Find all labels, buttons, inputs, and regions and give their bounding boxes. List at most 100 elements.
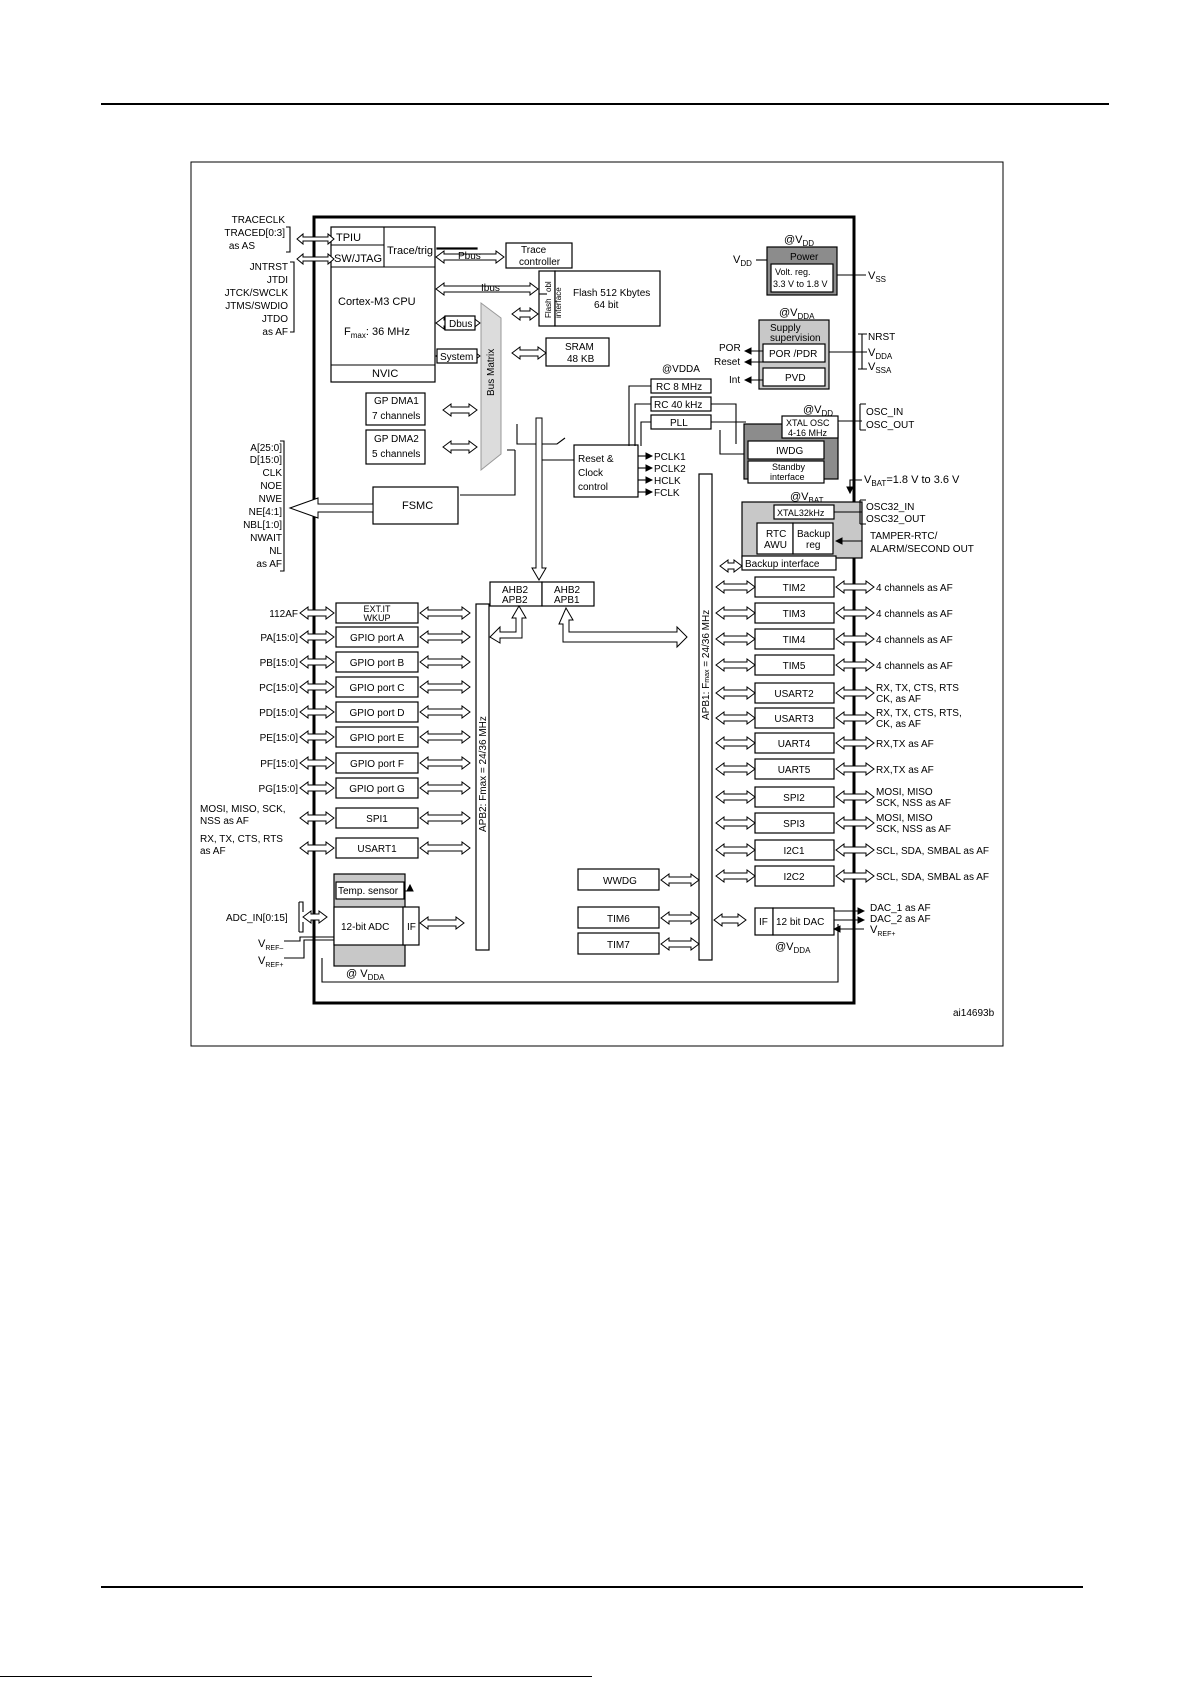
header-rule — [101, 103, 1109, 105]
apb1-pin-arrow — [835, 816, 875, 830]
apb2-pin-label: NSS as AF — [200, 816, 249, 827]
apb1-pin-arrow — [835, 711, 875, 725]
iwdg — [747, 440, 825, 460]
voltage-regulator — [770, 263, 834, 293]
svg-text:JTCK/SWCLK: JTCK/SWCLK — [225, 288, 289, 299]
tim6-label: TIM6 — [607, 914, 630, 925]
ibus-label: Ibus — [481, 283, 500, 294]
apb2-block — [335, 837, 419, 859]
adc-12bit — [333, 906, 406, 946]
hclk-label: HCLK — [654, 476, 681, 487]
apb1-pin-label: MOSI, MISO — [876, 787, 933, 798]
fsmc-pin-arrow — [288, 497, 374, 519]
trace-controller — [505, 242, 573, 269]
system-box — [436, 348, 478, 364]
apb2-block-arrow — [419, 730, 471, 744]
apb2-block-arrow — [419, 841, 471, 855]
dma1 — [365, 392, 426, 426]
vssa-pin: VSSA — [868, 361, 892, 375]
dma1-arrow — [442, 403, 478, 417]
footnote-rule — [0, 1676, 592, 1677]
fclk-label: FCLK — [654, 488, 680, 499]
power-vdd-at: @VDD — [784, 234, 814, 248]
apb1-pin-label: RX, TX, CTS, RTS — [876, 683, 959, 694]
apb2-block-arrow — [419, 811, 471, 825]
wwdg — [577, 868, 660, 891]
fsmc-label: FSMC — [402, 500, 433, 512]
reset-clock-control — [573, 444, 639, 498]
vreg-line1: Volt. reg. — [775, 267, 811, 277]
svg-text:as AS: as AS — [229, 241, 255, 252]
apb2-block-label: GPIO port A — [350, 633, 404, 644]
apb2-block-label: SPI1 — [366, 814, 388, 825]
apb2-pin-label: as AF — [200, 846, 226, 857]
dac-12bit — [772, 907, 835, 936]
apb1-block-label: TIM2 — [783, 583, 806, 594]
apb1-pin-label: SCL, SDA, SMBAL as AF — [876, 846, 989, 857]
bridge-apb2 — [489, 581, 543, 607]
dma2-arrow — [442, 440, 478, 454]
trace-pin-labels: TRACECLK TRACED[0:3] as AS — [224, 215, 335, 253]
backup-interface — [741, 555, 837, 571]
apb2-block — [335, 701, 419, 723]
apb2-pin-arrow — [299, 630, 335, 644]
cortex-core: TPIU SW/JTAG Trace/trig Cortex-M3 CPU Fm… — [330, 226, 436, 383]
apb2-block-label: GPIO port B — [350, 658, 405, 669]
dac-out1: DAC_1 as AF — [870, 903, 931, 914]
apb1-block-label: SPI2 — [783, 793, 805, 804]
flash-memory — [554, 270, 661, 327]
backup-reg-line1: Backup — [797, 529, 831, 540]
apb1-label: APB1: Fmax = 24/36 MHz — [701, 610, 712, 720]
apb2-block-label: WKUP — [364, 613, 391, 623]
xtal-pin-bracket — [838, 403, 866, 431]
system-label: System — [440, 352, 473, 363]
dac-vref: VREF+ — [870, 924, 895, 938]
bridge-apb1-line2: APB1 — [554, 595, 580, 606]
backup-at: @VBAT — [790, 491, 824, 505]
footer-rule — [101, 1586, 1083, 1588]
apb1-block-arrow — [715, 711, 756, 725]
dbus-box — [444, 315, 476, 331]
apb2-pin-label: PB[15:0] — [260, 658, 299, 669]
apb1-block-arrow — [715, 686, 756, 700]
supply-pin-bracket — [829, 333, 867, 370]
power-vss-pin: VSS — [868, 270, 886, 284]
swjtag-label: SW/JTAG — [334, 253, 382, 265]
standby-line1: Standby — [772, 462, 806, 472]
dma2-name: GP DMA2 — [374, 434, 419, 445]
apb1-pin-arrow — [835, 632, 875, 646]
apb2-block — [335, 807, 419, 829]
osc-in-label: OSC_IN — [866, 407, 903, 418]
dma1-channels: 7 channels — [372, 411, 420, 422]
adc-in-arrow — [302, 910, 328, 924]
apb2-pin-label: PE[15:0] — [260, 733, 299, 744]
apb2-block-label: GPIO port D — [349, 708, 404, 719]
tracetrig-label: Trace/trig — [387, 245, 433, 257]
apb2-pin-label: PF[15:0] — [260, 759, 298, 770]
sram-size: 48 KB — [567, 354, 595, 365]
vbat-range: VBAT=1.8 V to 3.6 V — [864, 474, 960, 488]
apb1-block-label: TIM5 — [783, 661, 806, 672]
svg-text:NWE: NWE — [259, 494, 283, 505]
svg-text:NL: NL — [269, 546, 282, 557]
apb1-pin-label: SCK, NSS as AF — [876, 798, 951, 809]
tim6 — [577, 906, 660, 929]
osc32-out-label: OSC32_OUT — [866, 514, 925, 525]
apb2-pin-arrow — [299, 841, 335, 855]
sram-label: SRAM — [565, 342, 594, 353]
vref-wiring — [284, 936, 334, 959]
apb1-block-arrow — [715, 790, 756, 804]
apb1-block-arrow — [715, 843, 756, 857]
figure-id: ai14693b — [953, 1008, 995, 1019]
apb1-pin-arrow — [835, 658, 875, 672]
adc-vdda-label: @ VDDA — [346, 968, 385, 982]
xtal-osc-line2: 4-16 MHz — [788, 428, 828, 438]
apb1-pin-arrow — [835, 790, 875, 804]
dac-bus-arrow — [713, 913, 747, 927]
apb2-block-arrow — [419, 655, 471, 669]
apb1-block-arrow — [715, 632, 756, 646]
bridge-to-apb2-arrow — [489, 605, 527, 644]
apb2-bus — [475, 603, 490, 951]
fsmc-bus-link — [460, 449, 516, 496]
apb2-pin-label: RX, TX, CTS, RTS — [200, 834, 283, 845]
